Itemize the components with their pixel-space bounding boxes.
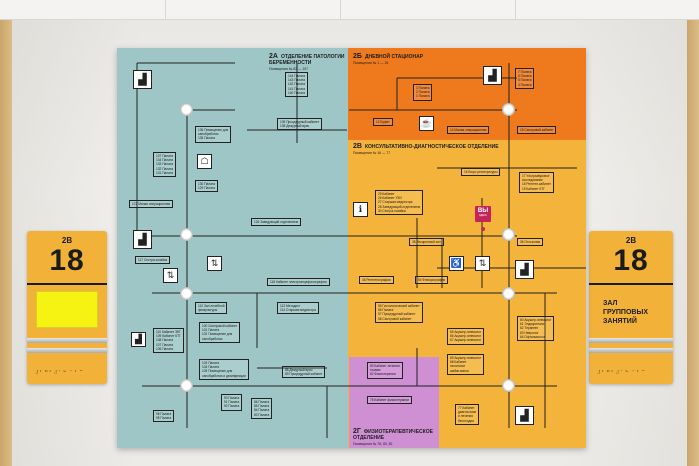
plaque-rail bbox=[589, 348, 673, 353]
plaque-rail bbox=[589, 338, 673, 343]
room-group: 144 Палата 143 Палата 142 Палата 141 Пал… bbox=[285, 72, 309, 98]
stairs-icon: ▟ bbox=[131, 332, 146, 347]
room-group: 38 Лекционный зал bbox=[409, 238, 444, 247]
corridor-junction bbox=[180, 287, 193, 300]
ceiling-seam bbox=[165, 0, 166, 20]
info-desk-icon: ℹ bbox=[353, 202, 368, 217]
room-group: 54 Флюорография bbox=[415, 276, 449, 285]
room-group: 86 Палата 85 Палата 84 Палата 83 Палата bbox=[251, 398, 273, 419]
corridor-junction bbox=[502, 103, 515, 116]
corridor-junction bbox=[502, 228, 515, 241]
elevator-icon: ⇅ bbox=[475, 256, 490, 271]
room-group: 46 Рентгенография bbox=[359, 276, 394, 285]
room-group: 7 Палата 6 Палата 5 Палата 4 Палата bbox=[515, 68, 535, 89]
corridor-junction bbox=[180, 228, 193, 241]
corridor-junction bbox=[502, 379, 515, 392]
door-frame-left bbox=[0, 20, 12, 466]
room-group: 136 Помещение для санобработки 135 Палат… bbox=[195, 126, 232, 143]
door-frame-right bbox=[687, 20, 699, 466]
elevator-icon: ⇅ bbox=[207, 256, 222, 271]
room-group: 117 Сестра-хозяйка bbox=[135, 256, 171, 265]
plaque-divider bbox=[27, 283, 107, 285]
room-group: 130 Палата 129 Палата bbox=[195, 180, 219, 193]
wardrobe-icon: ☖ bbox=[197, 154, 212, 169]
plaque-rail bbox=[27, 338, 107, 343]
stairs-icon: ▟ bbox=[515, 406, 534, 425]
room-group: 12 Буфет bbox=[373, 118, 393, 127]
ceiling bbox=[0, 0, 699, 20]
room-group: 80 Кабинет лечения токами 82 Физиотерапи… bbox=[367, 362, 403, 379]
plaque-room-title: ЗАЛ ГРУППОВЫХ ЗАНЯТИЙ bbox=[603, 300, 648, 325]
room-group: 126 Заведующий отделением bbox=[251, 218, 301, 227]
room-group: 127 Малая операционная bbox=[129, 200, 174, 209]
plaque-rail bbox=[27, 348, 107, 353]
room-group: 96 Палата 95 Палата bbox=[153, 410, 175, 423]
stairs-icon: ▟ bbox=[133, 230, 152, 249]
plaque-zone-code: 2В bbox=[61, 236, 73, 245]
ceiling-seam bbox=[515, 0, 516, 20]
corridor-junction bbox=[502, 287, 515, 300]
room-group: 90 Палата 91 Палата 92 Палата bbox=[221, 394, 243, 411]
room-group: 55 Гистологический кабинет 56 Палата 57 … bbox=[375, 302, 423, 323]
plaque-zone-code: 2В bbox=[625, 236, 637, 245]
room-group: 60 Акушер-гинеколог 61 Эндокринолог 62 Т… bbox=[517, 316, 555, 342]
room-plaque-left: 2В 18 ⠼⠃⠛⠃⠼⠁⠓ ⠁⠃⠉ bbox=[27, 231, 107, 384]
plaque-divider bbox=[589, 283, 673, 285]
toilet-icon: ♿ bbox=[449, 256, 464, 271]
room-group: 65 Акушер-гинеколог 66 Акушер-гинеколог … bbox=[447, 328, 485, 345]
cafe-icon: ☕ bbox=[419, 116, 434, 131]
stairs-icon: ▟ bbox=[133, 70, 152, 89]
room-group: 15 Смотровой кабинет bbox=[517, 126, 557, 135]
you-are-here-marker: ВЫ ЗДЕСЬ bbox=[475, 206, 491, 222]
room-group: 137 Палата 134 Палата 133 Палата 132 Пал… bbox=[153, 152, 177, 178]
zone-2g bbox=[349, 357, 439, 448]
you-are-here-dot bbox=[481, 227, 485, 231]
room-group: 77 Кабинет диагностики и лечения бесплод… bbox=[455, 404, 480, 425]
plaque-room-number: 18 bbox=[49, 244, 85, 277]
plaque-room-number: 18 bbox=[613, 244, 649, 277]
room-group: 112 Зал лечебной физкультуры bbox=[195, 302, 228, 315]
stairs-icon: ▟ bbox=[483, 66, 502, 85]
room-group: 100 Смотровой кабинет 101 Палата 102 Пом… bbox=[199, 322, 241, 343]
room-group: 78 Кабинет физиотерапии bbox=[367, 396, 412, 405]
braille-text: ⠼⠃⠛⠃⠼⠁⠓ ⠁⠃⠉ bbox=[597, 370, 647, 376]
stairs-icon: ▟ bbox=[515, 260, 534, 279]
room-group: 69 Акушер-гинеколог 68 Кабинет патологии… bbox=[447, 354, 485, 375]
room-group: 118 Кабинет электроэнцефалографии bbox=[267, 278, 330, 287]
room-group: 29 Кабинет 26 Кабинет УЗИ 27 Старшая мед… bbox=[375, 190, 424, 216]
braille-text: ⠼⠃⠛⠃⠼⠁⠓ ⠁⠃⠉ bbox=[35, 370, 85, 376]
room-plaque-right: 2В 18 ЗАЛ ГРУППОВЫХ ЗАНЯТИЙ ⠼⠃⠛⠃⠼⠁⠓ ⠁⠃⠉ bbox=[589, 231, 673, 384]
paper-notice bbox=[36, 291, 98, 328]
zone-2a bbox=[117, 48, 348, 448]
room-group: 88 Дежурный врач 89 Процедурный кабинет bbox=[282, 366, 326, 379]
zone-2b bbox=[348, 48, 586, 140]
room-group: 16 Бюро регистратуры bbox=[461, 168, 501, 177]
corridor-junction bbox=[180, 103, 193, 116]
corridor-junction bbox=[180, 379, 193, 392]
room-group: 14 Малая операционная bbox=[447, 126, 490, 135]
room-group: 110 Кабинет ЭКГ 109 Кабинет КТГ 108 Пала… bbox=[153, 328, 184, 354]
ceiling-seam bbox=[340, 0, 341, 20]
room-group: 103 Палата 104 Палата 105 Помещение для … bbox=[199, 359, 249, 380]
elevator-icon: ⇅ bbox=[163, 268, 178, 283]
room-group: 113 Методист 114 Старшая медсестра bbox=[277, 302, 319, 315]
room-group: 36 Отоскопия bbox=[517, 238, 544, 247]
room-group: 17 Ультразвуковое исследование 18 Рентге… bbox=[519, 172, 554, 193]
room-group: 3 Палата 2 Палата 1 Палата bbox=[413, 84, 433, 101]
room-group: 139 Процедурный кабинет 138 Дежурный вра… bbox=[277, 118, 323, 131]
